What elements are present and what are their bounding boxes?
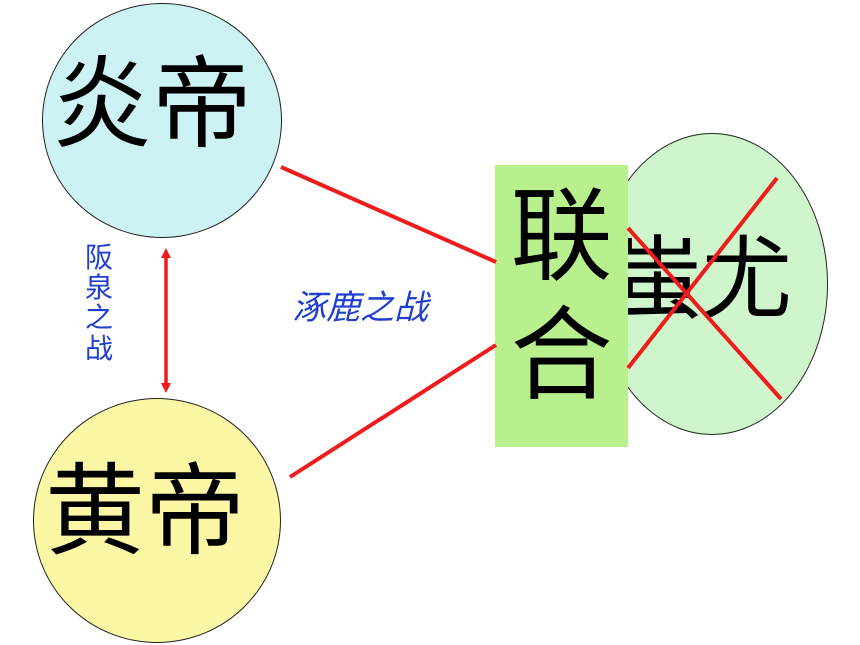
chiyou-circle [596, 133, 828, 435]
huangdi-label: 黄帝 [45, 453, 245, 570]
huangdi-union-line [288, 343, 498, 479]
yandi-union-line [280, 165, 497, 264]
cross-stroke-2 [626, 176, 779, 370]
union-label: 联合 [510, 178, 613, 417]
huangdi-circle [33, 398, 281, 643]
cross-stroke-1 [626, 226, 783, 401]
zhuolu-battle-label: 涿鹿之战 [292, 288, 428, 328]
banquan-battle-label: 阪泉之战 [84, 241, 113, 365]
yandi-circle [42, 3, 282, 238]
union-box [495, 165, 628, 447]
yandi-label: 炎帝 [52, 46, 252, 163]
